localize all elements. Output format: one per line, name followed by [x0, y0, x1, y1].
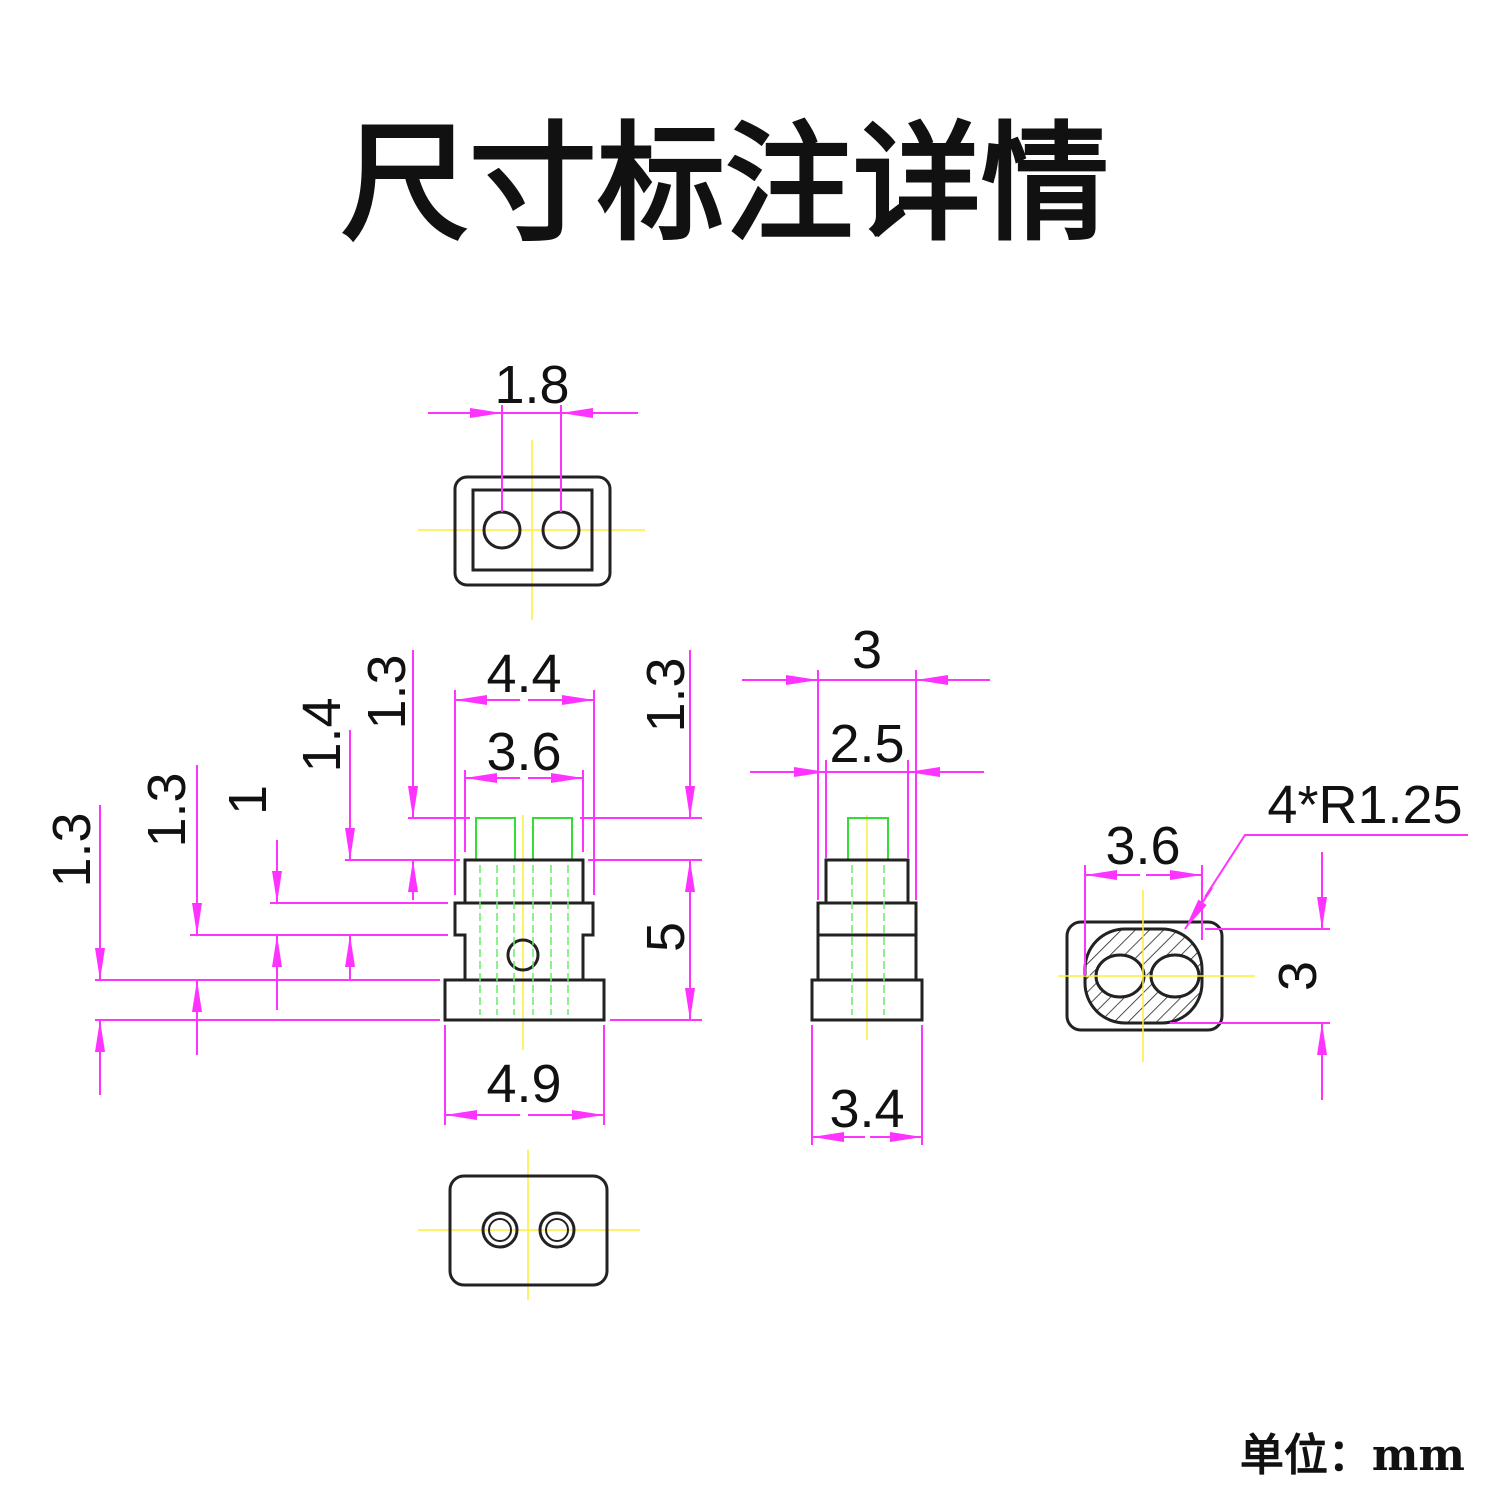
dim-left-2: 1.3	[137, 772, 197, 847]
dim-top-width: 4.4	[486, 644, 561, 704]
pin	[475, 817, 516, 861]
side-hole	[506, 938, 540, 972]
dim-left-5: 1.3	[357, 654, 417, 729]
radius-note: 4*R1.25	[1267, 775, 1462, 835]
pin-hole	[538, 1211, 576, 1249]
pin	[532, 817, 573, 861]
units-label: 单位：mm	[1240, 1430, 1465, 1481]
dim-side-upper-width: 2.5	[829, 714, 904, 774]
dim-section-width: 3.6	[1105, 816, 1180, 876]
section-view: 3.6 3 4*R1.25	[1058, 775, 1468, 1100]
bottom-view	[418, 1150, 640, 1300]
pin-hole	[481, 1211, 519, 1249]
side-view: 3 2.5 3.4	[742, 620, 990, 1145]
dim-body-height: 5	[636, 922, 696, 952]
dim-bottom-width: 4.9	[486, 1054, 561, 1114]
dim-side-bottom-width: 3.4	[829, 1079, 904, 1139]
dim-left-1: 1.3	[42, 812, 102, 887]
dim-pin-height: 1.3	[636, 657, 696, 732]
pin	[847, 817, 889, 861]
dim-pin-span: 3.6	[486, 722, 561, 782]
dim-section-height: 3	[1268, 961, 1328, 991]
front-view: 4.4 3.6 1.3 5 1.3 1.3 1 1.4 1.3 4.9	[42, 644, 702, 1125]
dim-side-top-width: 3	[852, 620, 882, 680]
page-title: 尺寸标注详情	[341, 110, 1109, 259]
dim-left-4: 1.4	[292, 697, 352, 772]
dim-left-3: 1	[218, 785, 278, 815]
top-view: 1.8	[418, 355, 645, 620]
dim-pin-spacing: 1.8	[494, 355, 569, 415]
